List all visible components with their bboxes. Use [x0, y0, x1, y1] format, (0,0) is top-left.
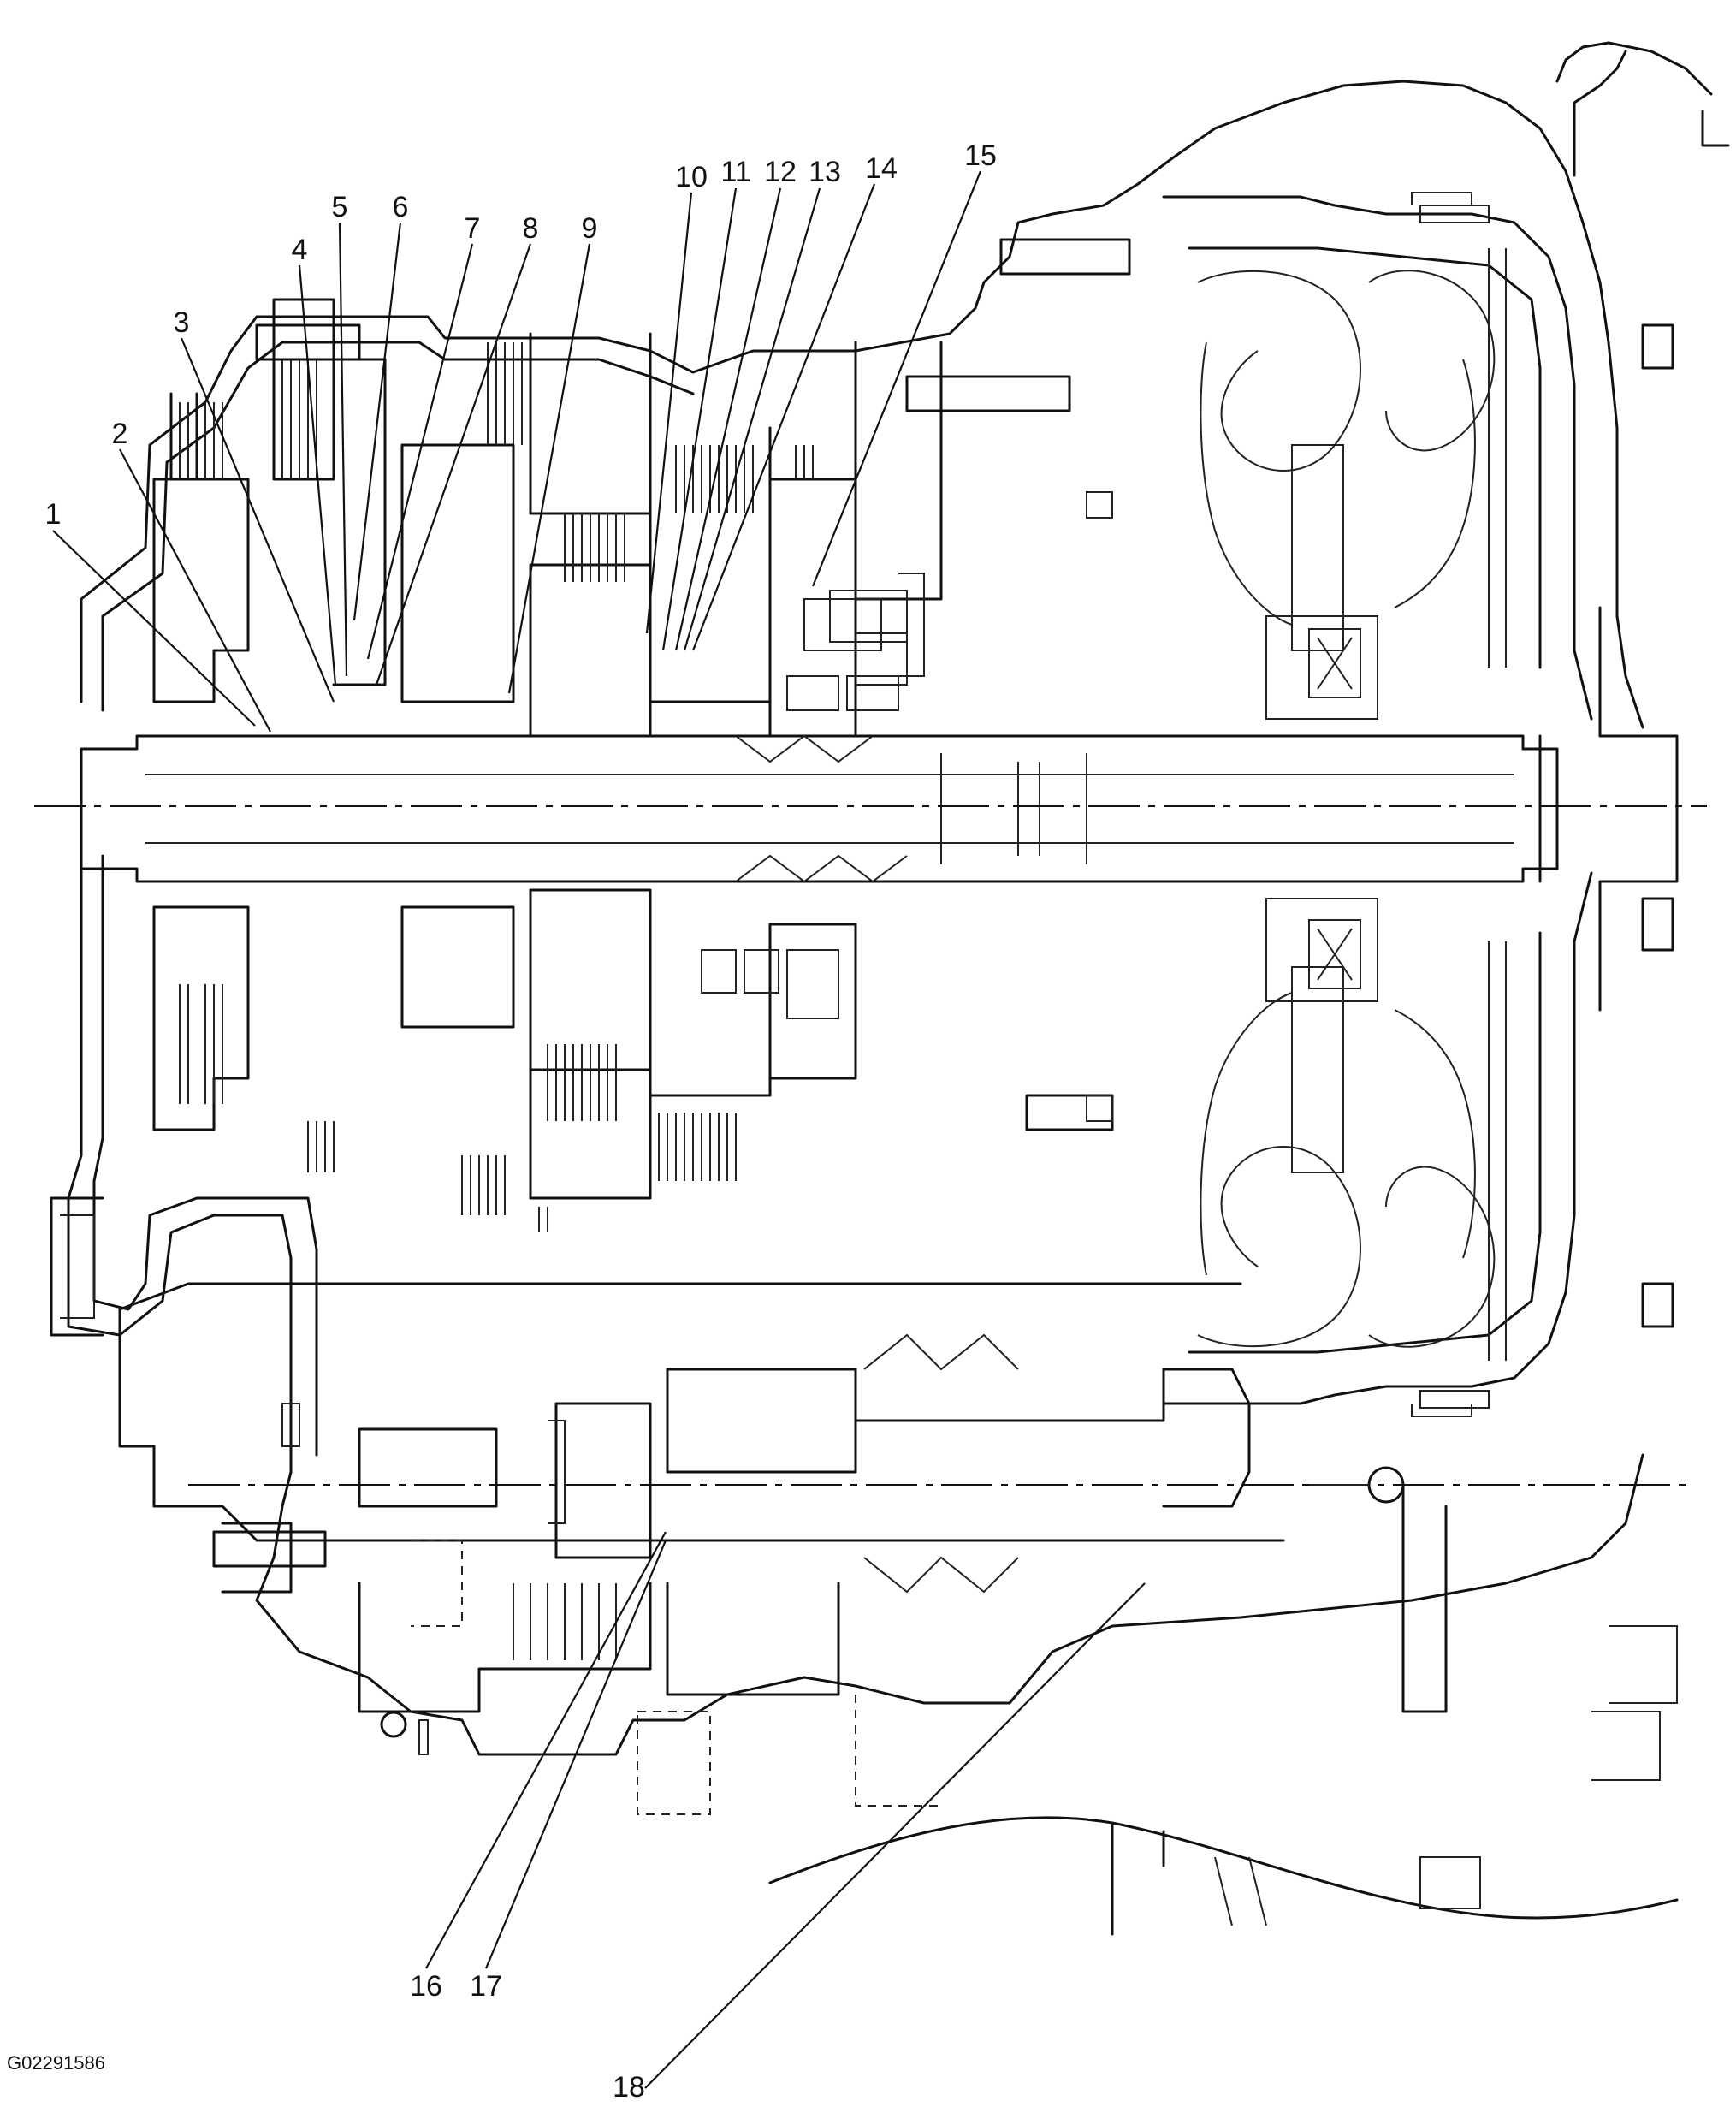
figure-id: G02291586 — [7, 2052, 105, 2074]
torque-converter — [1162, 192, 1679, 1417]
callout-11: 11 — [720, 156, 750, 188]
callout-13: 13 — [809, 156, 841, 188]
input-shaft — [80, 734, 1559, 883]
callout-4: 4 — [292, 234, 308, 266]
callout-18: 18 — [613, 2071, 645, 2104]
callout-9: 9 — [582, 212, 598, 245]
callout-7: 7 — [465, 212, 481, 245]
callout-15: 15 — [964, 139, 997, 172]
leader-lines — [52, 170, 1146, 2089]
callout-8: 8 — [523, 212, 539, 245]
callout-labels: 1 2 3 4 5 6 7 8 9 10 11 12 13 14 15 16 1… — [45, 139, 997, 2104]
callout-16: 16 — [410, 1970, 442, 2003]
callout-10: 10 — [675, 161, 708, 193]
callout-1: 1 — [45, 498, 62, 531]
upper-clutch-packs — [152, 298, 943, 738]
callout-17: 17 — [470, 1970, 502, 2003]
callout-3: 3 — [174, 306, 190, 339]
callout-2: 2 — [112, 418, 128, 450]
counter-shaft-assembly — [34, 734, 1707, 1713]
callout-14: 14 — [865, 152, 898, 185]
callout-5: 5 — [332, 191, 348, 223]
differential-housing — [50, 1196, 1679, 1936]
callout-12: 12 — [764, 156, 797, 188]
callout-6: 6 — [393, 191, 409, 223]
bolts-and-seals — [212, 205, 1490, 1755]
transaxle-housing — [67, 41, 1730, 1756]
lower-clutch-packs — [152, 888, 857, 1232]
